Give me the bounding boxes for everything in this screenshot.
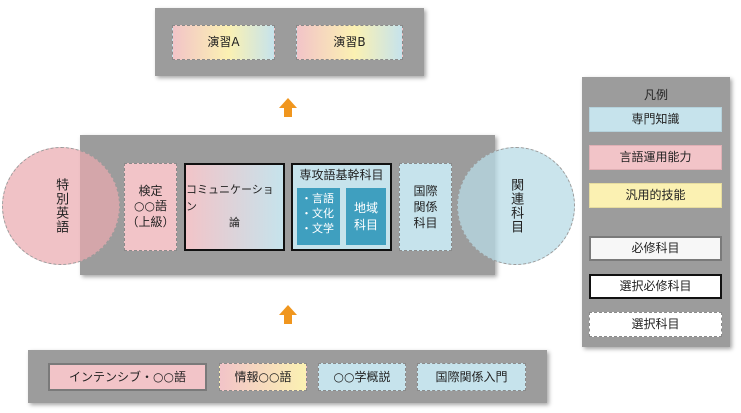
legend-required: 必修科目 (589, 236, 722, 261)
legend-language-skill: 言語運用能力 (589, 145, 722, 170)
international-line-2: 関係 (413, 199, 438, 214)
legend-elective: 選択科目 (589, 312, 722, 337)
specialized-title: 専攻語基幹科目 (299, 167, 384, 182)
legend-general-skill: 汎用的技能 (589, 183, 722, 208)
legend-elective-required: 選択必修科目 (589, 274, 722, 299)
legend-specialized-knowledge: 専門知識 (589, 107, 722, 132)
exam-line-1: 検定 (138, 183, 163, 198)
arrow-up-icon (279, 305, 297, 324)
arrow-up-icon (279, 98, 297, 117)
communication-box: コミュニケーション 論 (184, 163, 285, 251)
international-line-3: 科目 (413, 216, 438, 231)
exam-line-2: ○○語 (134, 199, 167, 214)
bottom-item-information: 情報○○語 (219, 363, 307, 391)
right-circle (457, 147, 575, 265)
region-subject-box: 地域 科目 (346, 188, 386, 245)
region-line-1: 地域 (353, 201, 378, 216)
international-box: 国際 関係 科目 (399, 163, 452, 251)
legend-title: 凡例 (643, 87, 668, 102)
exam-line-3: （上級） (126, 214, 175, 229)
specialized-list-item: ・文化 (301, 206, 334, 220)
left-circle (2, 147, 120, 265)
bottom-item-intensive: インテンシブ・○○語 (48, 363, 207, 391)
bottom-item-international-intro: 国際関係入門 (417, 363, 526, 391)
communication-line-1: コミュニケーション (186, 183, 274, 213)
specialized-list-box: ・言語 ・文化 ・文学 (297, 188, 340, 245)
top-item-enshu-a: 演習A (172, 25, 275, 60)
top-item-enshu-b: 演習B (296, 25, 403, 60)
region-line-2: 科目 (353, 217, 378, 232)
specialized-list-item: ・言語 (301, 192, 334, 205)
right-circle-label: 関連科目 (508, 178, 524, 234)
bottom-item-introduction: ○○学概説 (318, 363, 406, 391)
specialized-list-item: ・文学 (301, 221, 334, 235)
communication-line-2: 論 (229, 216, 240, 230)
left-circle-label: 特別英語 (53, 178, 69, 234)
international-line-1: 国際 (413, 183, 438, 198)
exam-box: 検定 ○○語 （上級） (124, 163, 177, 251)
